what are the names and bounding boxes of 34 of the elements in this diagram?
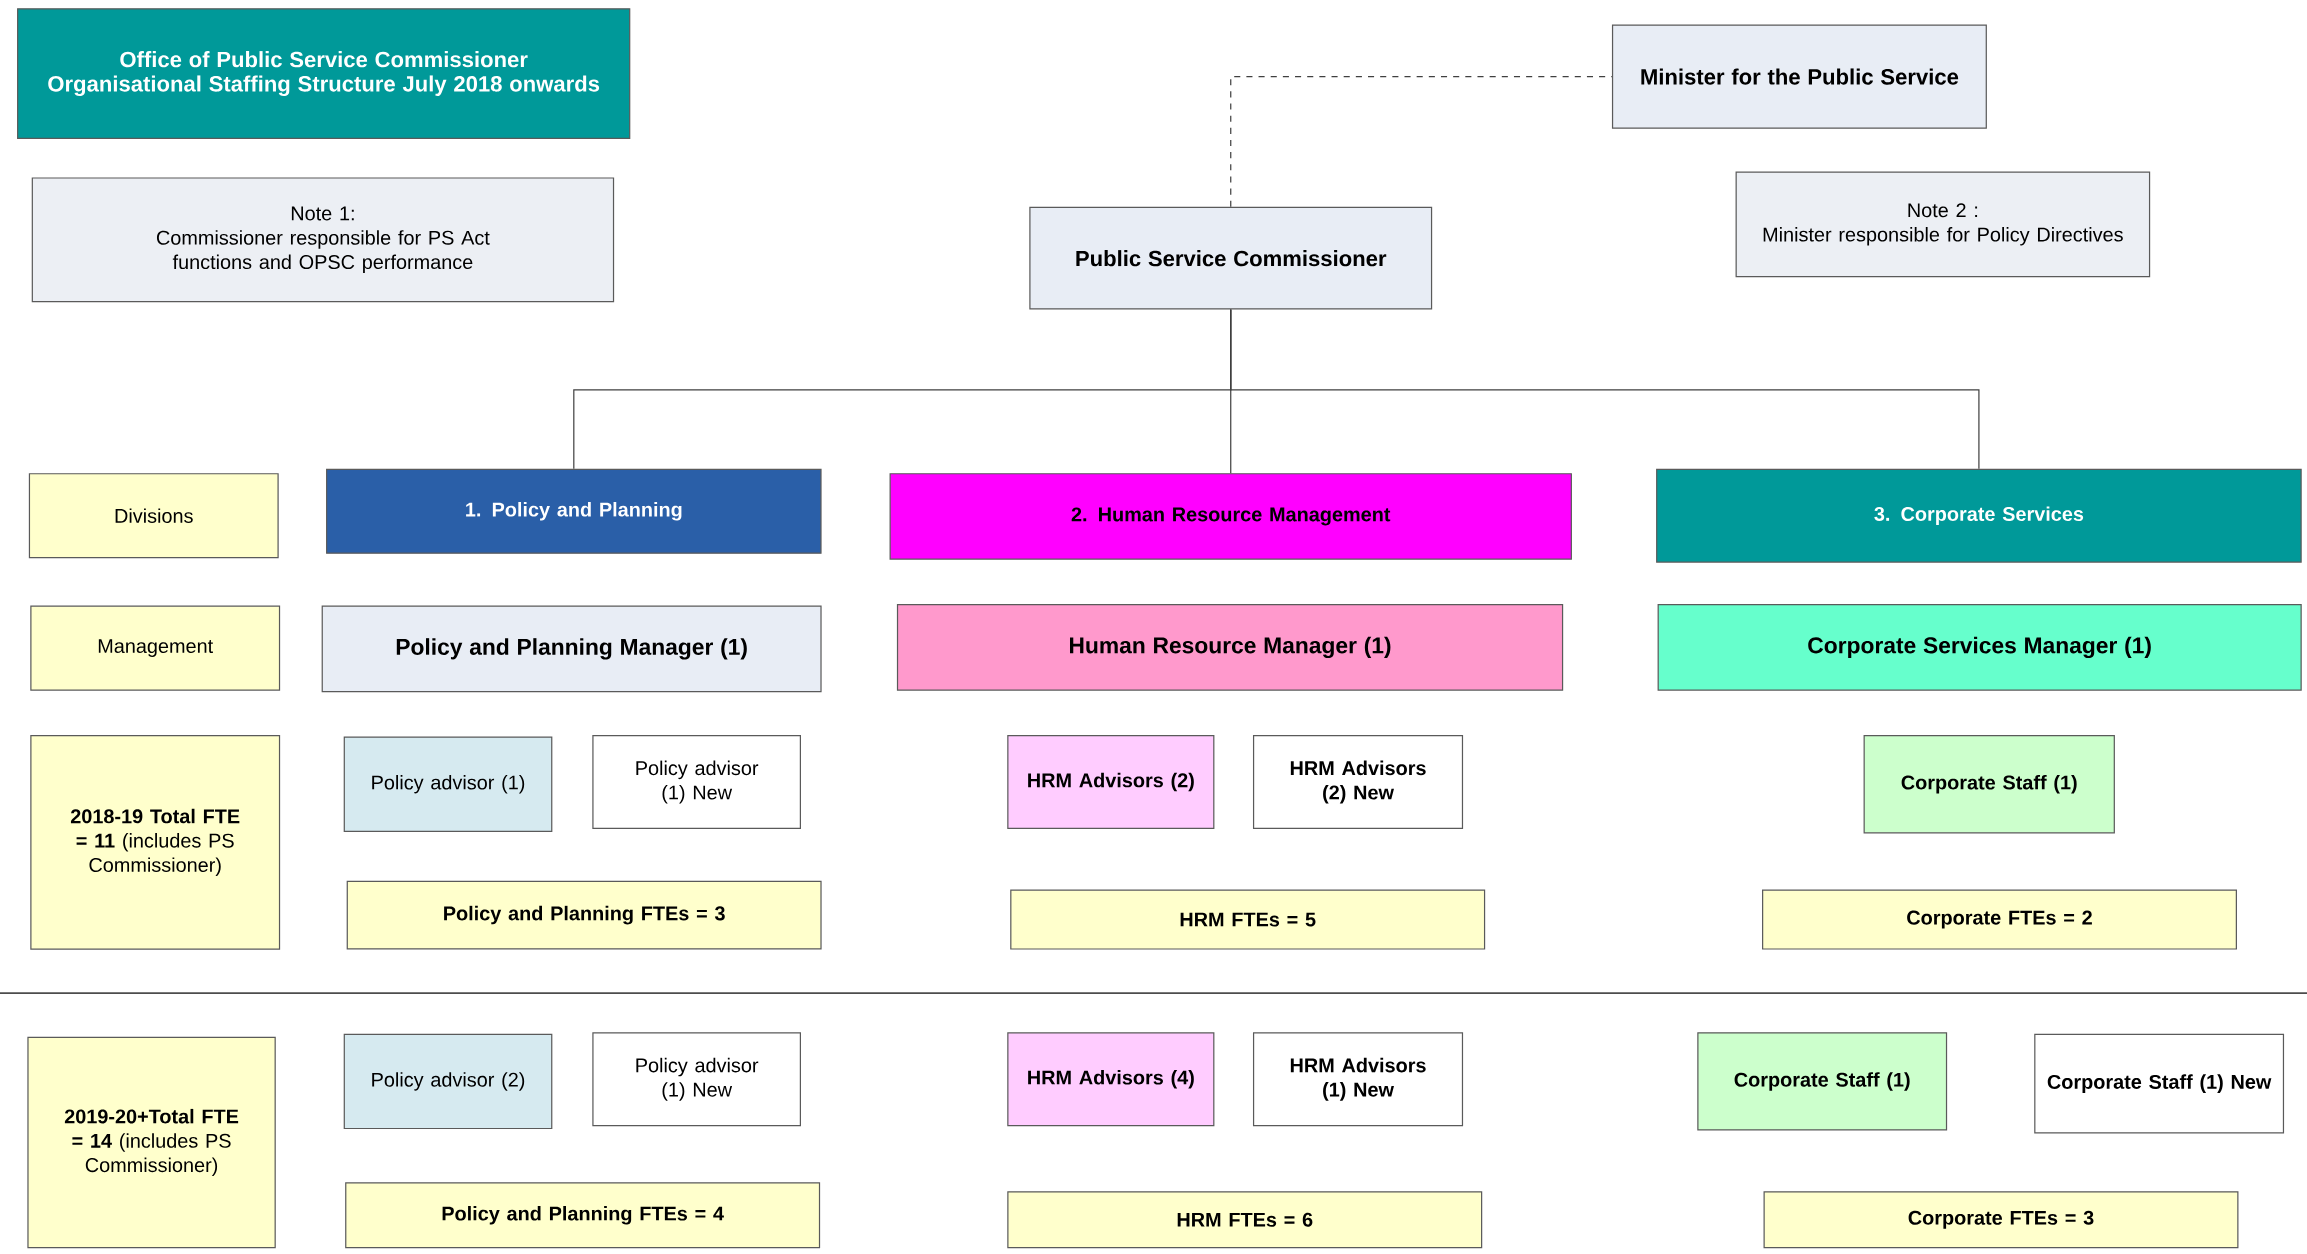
connector-line (1230, 76, 1613, 208)
position-box: Corporate Staff (1) (1863, 735, 2115, 834)
connector-line (1230, 309, 1980, 470)
position-box: Corporate Staff (1) (1697, 1032, 1948, 1131)
row-label-box: Divisions (28, 473, 279, 559)
position-box: HRM Advisors (2) New (1252, 735, 1464, 830)
position-box: Policy advisor (2) (343, 1033, 553, 1130)
note-box: Note 2 : Minister responsible for Policy Directives (1735, 171, 2151, 278)
position-box: HRM Advisors (4) (1007, 1032, 1215, 1127)
position-box: Policy advisor (1) (343, 736, 553, 833)
position-box: Policy advisor (1) New (592, 1032, 801, 1127)
division-box: 3. Corporate Services (1656, 468, 2302, 563)
division-box: 2. Human Resource Management (889, 473, 1572, 560)
position-box: Corporate Staff (1) New (2034, 1033, 2285, 1134)
fte-box: Policy and Planning FTEs = 3 (346, 880, 822, 950)
org-box: Minister for the Public Service (1611, 24, 1987, 129)
org-box: Public Service Commissioner (1029, 207, 1433, 310)
fte-total-box: 2019-20+Total FTE = 14 (includes PS Commissioner) (27, 1036, 276, 1249)
title-box: Office of Public Service Commissioner Organisational Staffing Structure July 2018 onwards (17, 8, 631, 140)
position-box: HRM Advisors (2) (1007, 735, 1215, 830)
fte-box: HRM FTEs = 6 (1007, 1191, 1483, 1249)
note-box: Note 1: Commissioner responsible for PS Act functions and OPSC performance (31, 177, 615, 303)
manager-box: Corporate Services Manager (1) (1657, 604, 2302, 691)
manager-box: Policy and Planning Manager (1) (321, 605, 822, 693)
manager-box: Human Resource Manager (1) (896, 604, 1564, 691)
fte-box: Corporate FTEs = 3 (1763, 1191, 2239, 1249)
position-box: HRM Advisors (1) New (1252, 1032, 1464, 1127)
fte-box: Policy and Planning FTEs = 4 (345, 1182, 821, 1249)
position-box: Policy advisor (1) New (592, 735, 801, 830)
row-label-box: Management (30, 605, 281, 691)
fte-total-box: 2018-19 Total FTE = 11 (includes PS Commissioner) (30, 735, 281, 950)
fte-box: Corporate FTEs = 2 (1762, 889, 2237, 950)
division-box: 1. Policy and Planning (326, 468, 822, 555)
fte-box: HRM FTEs = 5 (1010, 889, 1486, 950)
